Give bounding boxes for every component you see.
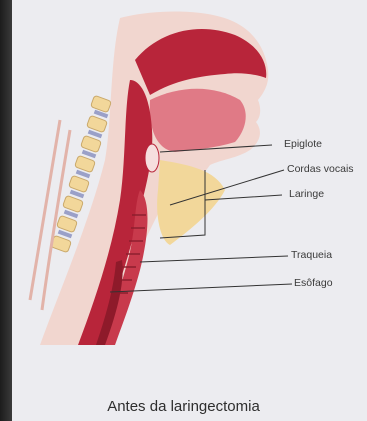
label-traqueia: Traqueia xyxy=(291,249,332,261)
label-epiglote: Epiglote xyxy=(284,138,322,150)
label-esofago: Esôfago xyxy=(294,277,333,289)
tongue xyxy=(150,89,246,152)
label-cordas-vocais: Cordas vocais xyxy=(287,163,354,175)
figure-caption: Antes da laringectomia xyxy=(0,398,367,415)
epiglottis xyxy=(145,144,159,172)
laryngeal-tissue xyxy=(157,160,225,245)
neck-back-tissue xyxy=(30,120,70,310)
label-laringe: Laringe xyxy=(289,188,324,200)
leader-traqueia xyxy=(140,256,288,262)
leader-esofago xyxy=(110,284,292,292)
